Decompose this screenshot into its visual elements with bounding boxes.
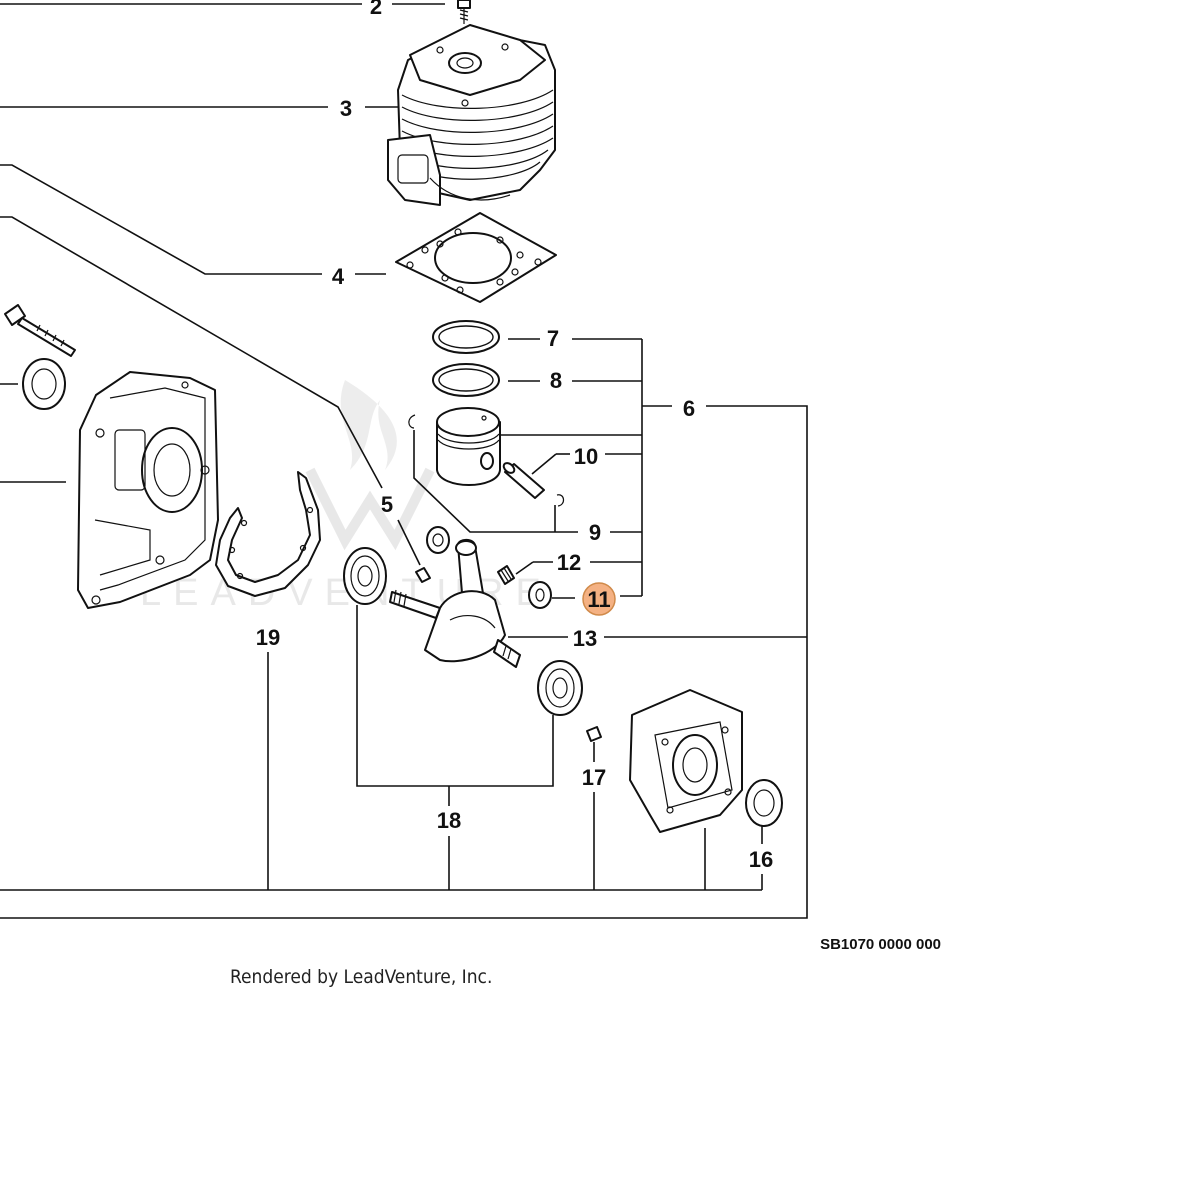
oil-seal-part-16 bbox=[745, 779, 783, 827]
callout-labels: 2 3 4 5 6 7 8 9 10 12 13 16 17 18 19 11 bbox=[256, 0, 773, 872]
callout-3[interactable]: 3 bbox=[340, 96, 352, 121]
bolt-part-2 bbox=[457, 0, 471, 24]
callout-2[interactable]: 2 bbox=[370, 0, 382, 19]
oil-seal-left-part bbox=[22, 358, 66, 410]
crankcase-gasket-part-19 bbox=[215, 471, 321, 597]
callout-19[interactable]: 19 bbox=[256, 625, 280, 650]
callout-11-highlight-circle bbox=[582, 582, 616, 616]
dowel-pin-part-17 bbox=[586, 726, 602, 742]
piston-ring-part-7 bbox=[432, 320, 500, 354]
crankshaft-part-13 bbox=[389, 538, 521, 668]
render-credit: Rendered by LeadVenture, Inc. bbox=[230, 966, 492, 988]
callout-18[interactable]: 18 bbox=[437, 808, 461, 833]
crankcase-left-part bbox=[77, 371, 219, 609]
small-bearing-part bbox=[426, 526, 450, 554]
leader-lines bbox=[0, 3, 808, 919]
key-part-5 bbox=[415, 567, 431, 583]
crankcase-right-part bbox=[629, 689, 743, 833]
callout-12[interactable]: 12 bbox=[557, 550, 581, 575]
diagram-code: SB1070 0000 000 bbox=[820, 936, 941, 953]
bolt-left-part bbox=[4, 304, 76, 357]
circlip-part-9 bbox=[408, 414, 565, 507]
gasket-part-4 bbox=[395, 212, 557, 303]
callout-7[interactable]: 7 bbox=[547, 326, 559, 351]
piston-part bbox=[436, 407, 501, 486]
callout-11[interactable]: 11 bbox=[587, 587, 610, 612]
needle-bearing-part-12 bbox=[497, 565, 515, 585]
washer-part-11 bbox=[528, 581, 552, 609]
callout-8[interactable]: 8 bbox=[550, 368, 562, 393]
callout-11-highlighted[interactable]: 11 bbox=[582, 582, 616, 616]
callout-6[interactable]: 6 bbox=[683, 396, 695, 421]
cylinder-part-3 bbox=[387, 24, 556, 206]
callout-5[interactable]: 5 bbox=[381, 492, 393, 517]
ball-bearing-part-18-left bbox=[343, 547, 387, 605]
callout-10[interactable]: 10 bbox=[574, 444, 598, 469]
piston-pin-part-10 bbox=[502, 462, 545, 499]
piston-ring-part-8 bbox=[432, 363, 500, 397]
callout-17[interactable]: 17 bbox=[582, 765, 606, 790]
callout-4[interactable]: 4 bbox=[332, 264, 345, 289]
callout-9[interactable]: 9 bbox=[589, 520, 601, 545]
callout-13[interactable]: 13 bbox=[573, 626, 597, 651]
callout-16[interactable]: 16 bbox=[749, 847, 773, 872]
ball-bearing-part-18-right bbox=[537, 660, 583, 716]
